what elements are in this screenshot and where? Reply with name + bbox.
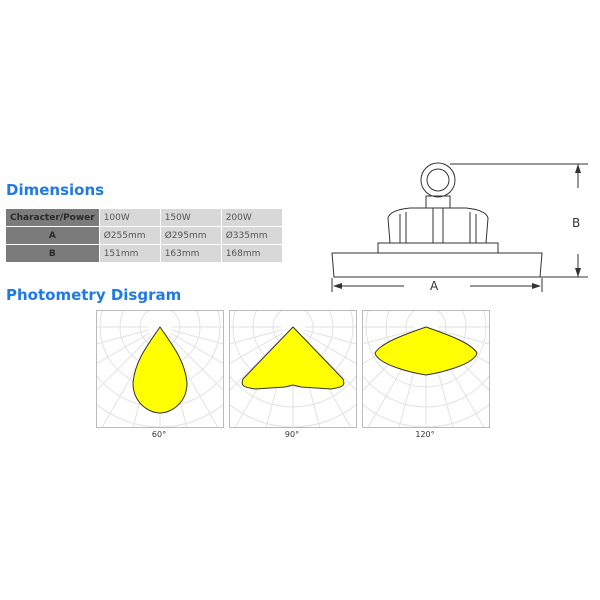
row-label: A — [6, 227, 99, 244]
table-cell: 151mm — [99, 245, 160, 262]
header-cell: Character/Power — [6, 209, 99, 226]
table-cell: Ø295mm — [160, 227, 221, 244]
grid-line — [159, 326, 223, 364]
table-header-row: Character/Power 100W 150W 200W — [6, 209, 282, 226]
polar-diagram-120 — [362, 310, 490, 428]
grid-line — [230, 326, 294, 391]
grid-line — [97, 326, 161, 391]
grid-line — [159, 326, 223, 391]
beam-angle-label: 120° — [415, 430, 435, 439]
grid-line — [97, 326, 161, 364]
polar-diagram-90 — [229, 310, 357, 428]
table-row: B 151mm 163mm 168mm — [6, 245, 282, 262]
table-cell: 163mm — [160, 245, 221, 262]
table-cell: Ø335mm — [221, 227, 282, 244]
grid-line — [425, 326, 489, 345]
grid-line — [363, 326, 427, 345]
dimension-label-a: A — [430, 279, 439, 293]
header-cell: 200W — [221, 209, 282, 226]
lamp-drawing — [331, 162, 588, 292]
grid-line — [292, 326, 356, 345]
light-distribution-curve — [241, 326, 345, 390]
beam-angle-label: 60° — [151, 430, 167, 439]
dimensions-table: Character/Power 100W 150W 200W A Ø255mm … — [5, 208, 283, 263]
dimensions-title: Dimensions — [6, 181, 105, 199]
grid-line — [97, 326, 161, 345]
beam-angle-label: 90° — [284, 430, 300, 439]
grid-line — [230, 326, 294, 364]
photometry-title: Photometry Disgram — [6, 286, 182, 304]
table-row: A Ø255mm Ø295mm Ø335mm — [6, 227, 282, 244]
grid-line — [230, 326, 294, 345]
table-cell: Ø255mm — [99, 227, 160, 244]
light-distribution-curve — [132, 326, 188, 414]
grid-line — [292, 326, 356, 391]
grid-line — [159, 326, 223, 345]
header-cell: 150W — [160, 209, 221, 226]
row-label: B — [6, 245, 99, 262]
header-cell: 100W — [99, 209, 160, 226]
light-distribution-curve — [374, 326, 478, 376]
dimension-label-b: B — [572, 216, 581, 230]
table-cell: 168mm — [221, 245, 282, 262]
polar-diagram-60 — [96, 310, 224, 428]
grid-line — [292, 326, 356, 364]
